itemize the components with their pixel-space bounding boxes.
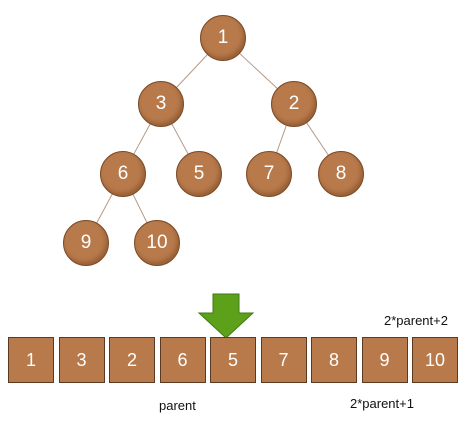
array-cell: 2 bbox=[109, 337, 155, 383]
tree-node: 7 bbox=[246, 151, 292, 197]
parent-index-label: parent bbox=[159, 398, 196, 413]
array-cell: 1 bbox=[8, 337, 54, 383]
array-cell: 3 bbox=[58, 337, 105, 383]
tree-node: 5 bbox=[176, 151, 222, 197]
tree-node: 1 bbox=[200, 15, 246, 61]
tree-node: 8 bbox=[318, 151, 364, 197]
tree-node: 3 bbox=[138, 81, 184, 127]
tree-node: 9 bbox=[63, 220, 109, 266]
array-cell: 7 bbox=[260, 337, 307, 383]
array-cell: 6 bbox=[159, 337, 206, 383]
tree-node: 6 bbox=[100, 151, 146, 197]
right-child-index-label: 2*parent+2 bbox=[384, 313, 448, 328]
array-cell: 8 bbox=[311, 337, 357, 383]
left-child-index-label: 2*parent+1 bbox=[350, 396, 414, 411]
down-arrow-icon bbox=[197, 293, 255, 339]
array-cell: 5 bbox=[210, 337, 256, 383]
tree-node: 10 bbox=[134, 220, 180, 266]
array-cell: 10 bbox=[412, 337, 458, 383]
tree-node: 2 bbox=[271, 81, 317, 127]
array-cell: 9 bbox=[361, 337, 408, 383]
